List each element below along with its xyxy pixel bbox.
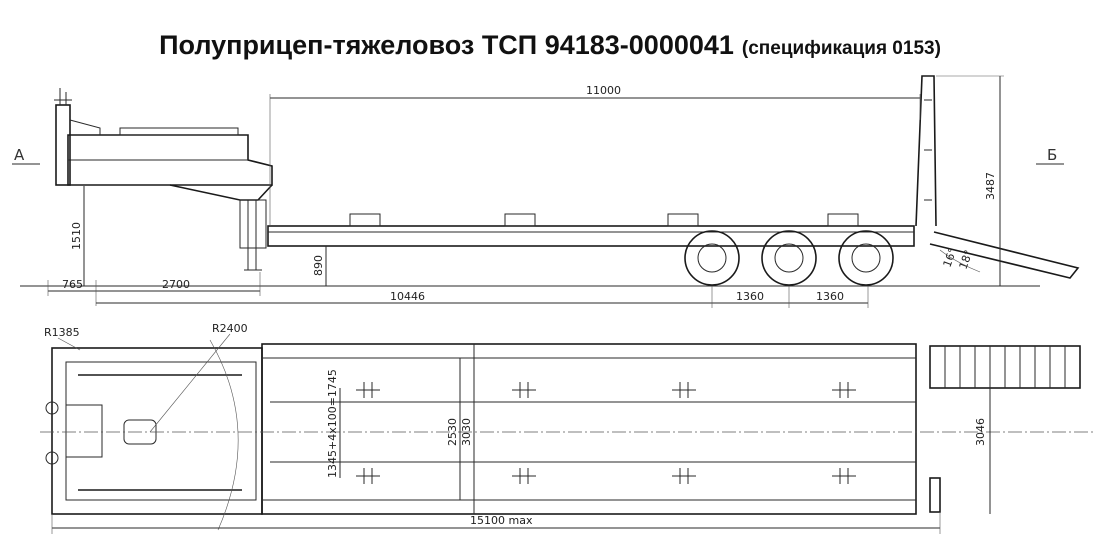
dim-height-total: 3487 bbox=[984, 172, 997, 200]
dim-outer-width: 3030 bbox=[460, 418, 473, 446]
radius-leader bbox=[57, 337, 81, 351]
dim-crossmember-spacing: 1345+4x100=1745 bbox=[326, 369, 339, 478]
dim-ramp-angle-large: 18° bbox=[957, 248, 976, 271]
hydraulic-fittings bbox=[54, 88, 72, 105]
dim-total-length: 15100 max bbox=[470, 514, 533, 527]
tiedown-2 bbox=[504, 213, 536, 227]
dim-kingpin-to-neck: 2700 bbox=[162, 278, 190, 291]
tiedown-plan-6 bbox=[512, 468, 536, 484]
view-label-b: Б bbox=[1047, 146, 1057, 164]
wheels bbox=[684, 230, 894, 286]
dim-deck-height: 890 bbox=[312, 255, 325, 276]
tiedown-plan-7 bbox=[672, 468, 696, 484]
view-label-a: А bbox=[14, 146, 25, 164]
gooseneck-top-plate bbox=[119, 127, 239, 136]
tiedown-plan-3 bbox=[672, 382, 696, 398]
hose-bracket bbox=[69, 119, 101, 135]
hub-3 bbox=[851, 243, 881, 273]
tiedown-plan-4 bbox=[832, 382, 856, 398]
ramp-plan-bottom-bracket bbox=[929, 477, 941, 513]
mount-circle-2 bbox=[45, 451, 59, 465]
drawing-title: Полуприцеп-тяжеловоз ТСП 94183-0000041 (с… bbox=[0, 30, 1100, 61]
tiedown-3 bbox=[667, 213, 699, 227]
hub-2 bbox=[774, 243, 804, 273]
gooseneck-plan bbox=[51, 347, 263, 515]
drawing-title-main: Полуприцеп-тяжеловоз ТСП 94183-0000041 bbox=[159, 30, 734, 60]
wheel-3 bbox=[838, 230, 894, 286]
dim-swing-radius: R2400 bbox=[212, 322, 248, 335]
landing-leg bbox=[244, 200, 262, 271]
wheel-1 bbox=[684, 230, 740, 286]
tiedown-1 bbox=[349, 213, 381, 227]
main-deck-plan bbox=[261, 343, 917, 515]
tiedown-plan-8 bbox=[832, 468, 856, 484]
rear-ramp-raised bbox=[915, 75, 937, 227]
dim-ramp-angle-small: 16° bbox=[941, 246, 960, 269]
swing-radius-arc bbox=[209, 339, 239, 531]
drawing-title-spec: (спецификация 0153) bbox=[741, 38, 941, 59]
dim-ramp-width: 3046 bbox=[974, 418, 987, 446]
angle-arc bbox=[939, 249, 981, 273]
tiedowns-plan bbox=[356, 382, 856, 484]
neck-column bbox=[239, 199, 267, 249]
dim-inner-width: 2530 bbox=[446, 418, 459, 446]
main-deck bbox=[267, 225, 915, 247]
dim-front-overhang: 765 bbox=[62, 278, 83, 291]
tiedown-plan-2 bbox=[512, 382, 536, 398]
wheel-2 bbox=[761, 230, 817, 286]
dim-fifth-wheel-height: 1510 bbox=[70, 222, 83, 250]
mount-circle-1 bbox=[45, 401, 59, 415]
tiedown-plan-1 bbox=[356, 382, 380, 398]
front-post bbox=[55, 104, 71, 186]
side-view: А Б bbox=[12, 75, 1080, 308]
tiedown-plan-5 bbox=[356, 468, 380, 484]
dim-front-radius: R1385 bbox=[44, 326, 80, 339]
coupling-bracket bbox=[65, 404, 103, 458]
neck-lower-curve bbox=[169, 184, 273, 201]
hub-1 bbox=[697, 243, 727, 273]
dim-axle-spacing-2: 1360 bbox=[816, 290, 844, 303]
ramp-ribs bbox=[924, 99, 932, 201]
tiedown-4 bbox=[827, 213, 859, 227]
radius-leader bbox=[149, 333, 231, 433]
gooseneck-inner bbox=[65, 361, 257, 501]
dim-kingpin-to-axle: 10446 bbox=[390, 290, 425, 303]
plan-view: R2400 R1385 1345+4x100=1745 2530 bbox=[40, 322, 1095, 534]
dim-axle-spacing-1: 1360 bbox=[736, 290, 764, 303]
dim-deck-length: 11000 bbox=[586, 84, 621, 97]
ramp-ribs-plan bbox=[944, 346, 1066, 388]
